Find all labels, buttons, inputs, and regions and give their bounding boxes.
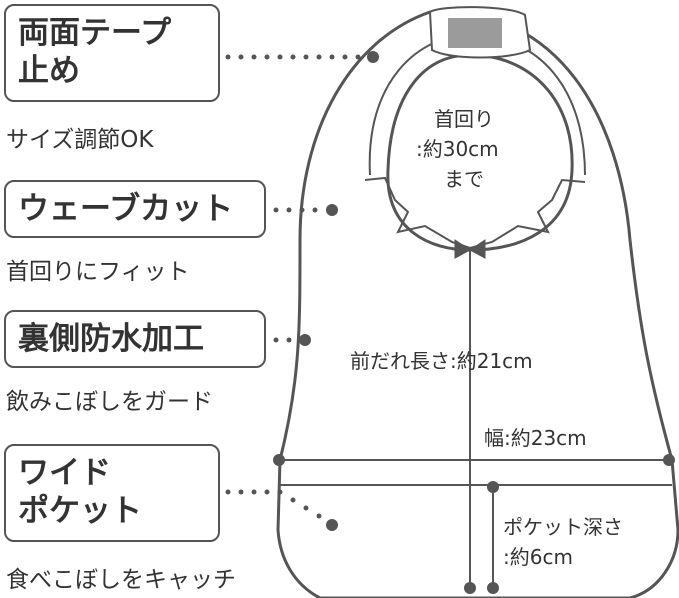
pocket-label-line: :約6cm: [503, 545, 573, 569]
tape-strip-icon: [448, 18, 502, 48]
feature-box-waterproof: 裏側防水加工: [4, 310, 266, 368]
leader-wave: [273, 204, 338, 216]
feature-title-line: 裏側防水加工: [18, 321, 204, 357]
width-right-dot: [663, 454, 675, 466]
pocket-top-dot: [487, 481, 499, 493]
feature-title-line: 止め: [18, 53, 80, 89]
neck-label-line: まで: [444, 167, 484, 191]
pocket-bottom-dot: [487, 582, 499, 594]
neck-label-line: :約30cm: [416, 137, 499, 161]
feature-title-line: ワイド: [18, 455, 111, 491]
width-left-dot: [273, 454, 285, 466]
feature-title-line: ウェーブカット: [18, 191, 234, 227]
pocket-label-line: ポケット深さ: [503, 515, 623, 539]
feature-box-wave: ウェーブカット: [4, 180, 266, 238]
leader-waterproof: [273, 334, 311, 346]
bow-icon: [454, 239, 486, 259]
feature-title-line: ポケット: [18, 493, 142, 529]
feature-caption: 首回りにフィット: [6, 259, 190, 285]
length-label: 前だれ長さ:約21cm: [350, 349, 533, 373]
feature-box-tape: 両面テープ 止め: [4, 4, 220, 102]
neck-size-label: 首回り :約30cm まで: [416, 104, 499, 194]
pocket-depth-label: ポケット深さ :約6cm: [503, 512, 623, 572]
leader-tape: [225, 51, 379, 63]
feature-title-line: 両面テープ: [18, 15, 172, 51]
bib-outline: [276, 10, 679, 598]
feature-caption: 食べこぼしをキャッチ: [6, 567, 236, 593]
wave-cut-edge: [364, 176, 586, 250]
width-label: 幅:約23cm: [484, 426, 587, 450]
feature-caption: サイズ調節OK: [6, 127, 154, 153]
feature-box-pocket: ワイド ポケット: [4, 444, 220, 542]
leader-pocket: [225, 489, 338, 531]
feature-caption: 飲みこぼしをガード: [6, 389, 213, 415]
neck-label-line: 首回り: [434, 107, 494, 131]
length-bottom-dot: [464, 582, 476, 594]
